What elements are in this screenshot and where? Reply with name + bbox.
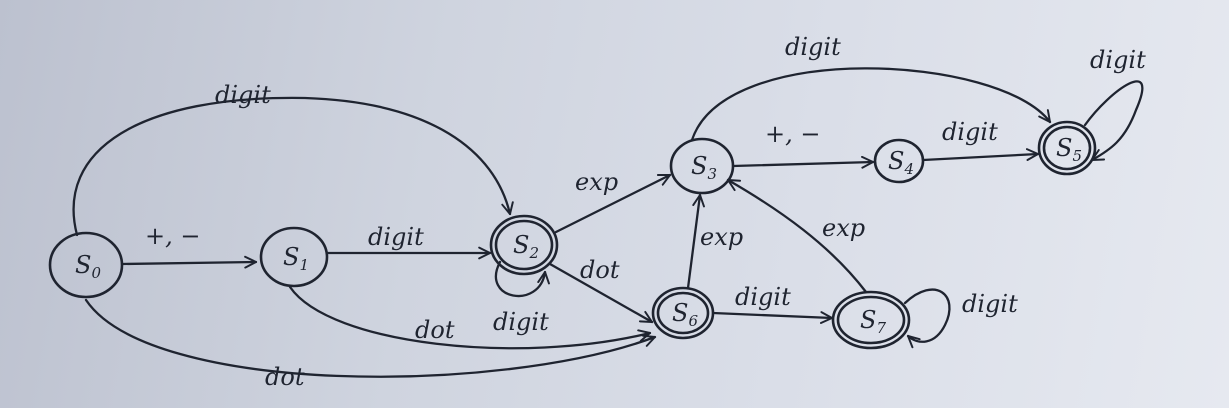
state-letter: S: [691, 152, 707, 180]
state-label: S1: [283, 243, 309, 274]
transition-label-s3-s4: +, −: [765, 120, 820, 148]
transition-s6-s7: [711, 311, 834, 324]
state-label: S7: [860, 306, 886, 337]
transition-label-s4-s5: digit: [942, 118, 998, 146]
transition-s0-s1: [120, 255, 258, 269]
transition-label-s0-s1: +, −: [145, 222, 200, 250]
state-index: 2: [528, 244, 539, 262]
transition-label-s3-s5: digit: [785, 33, 841, 61]
state-s3: S3: [669, 137, 735, 195]
transition-s2-s2: [494, 260, 550, 298]
state-label: S3: [691, 152, 717, 183]
state-s5: S5: [1037, 120, 1097, 176]
state-label: S4: [888, 147, 914, 178]
state-index: 7: [876, 319, 886, 337]
transition-s7-s3: [726, 178, 868, 294]
transition-label-s2-s2: digit: [493, 308, 549, 336]
accepting-ring: [836, 295, 906, 345]
state-letter: S: [1056, 134, 1072, 162]
state-circle: [489, 214, 559, 276]
state-index: 5: [1072, 147, 1082, 165]
transition-label-s2-s3: exp: [575, 168, 618, 196]
state-s1: S1: [259, 226, 329, 288]
transition-label-s2-s6: dot: [580, 256, 620, 284]
state-letter: S: [860, 306, 876, 334]
state-index: 3: [707, 165, 717, 183]
state-circle: [48, 231, 124, 299]
labels-layer: +, − digit dot digit dot digit exp dot +, − digit…: [145, 33, 1146, 391]
state-letter: S: [283, 243, 299, 271]
state-index: 4: [903, 160, 914, 178]
state-letter: S: [888, 147, 904, 175]
accepting-ring: [1042, 125, 1092, 171]
state-label: S0: [75, 251, 101, 282]
transition-s6-s3: [686, 193, 705, 290]
state-label: S2: [513, 231, 539, 262]
state-index: 1: [299, 256, 309, 274]
transition-label-s1-s2: digit: [368, 223, 424, 251]
accepting-ring: [656, 291, 710, 335]
transition-label-s0-s6: dot: [265, 363, 305, 391]
transition-s1-s6: [288, 285, 652, 350]
state-label: S6: [672, 299, 698, 330]
transition-label-s0-s2: digit: [215, 81, 271, 109]
state-index: 6: [688, 312, 698, 330]
transition-label-s6-s3: exp: [700, 223, 743, 251]
transition-s2-s3: [554, 173, 672, 234]
state-letter: S: [672, 299, 688, 327]
state-index: 0: [91, 264, 101, 282]
state-label: S5: [1056, 134, 1082, 165]
state-circle: [831, 290, 911, 350]
transition-s7-s7: [903, 288, 951, 349]
state-letter: S: [75, 251, 91, 279]
transition-label-s5-s5: digit: [1090, 46, 1146, 74]
transition-s5-s5: [1083, 80, 1144, 162]
transition-s2-s6: [548, 262, 654, 324]
state-s0: S0: [48, 231, 124, 299]
transition-s3-s5: [690, 67, 1052, 142]
state-circle: [259, 226, 329, 288]
state-circle: [873, 138, 925, 184]
state-letter: S: [513, 231, 529, 259]
state-s2: S2: [489, 214, 559, 276]
transition-label-s7-s3: exp: [822, 214, 865, 242]
transition-s3-s4: [731, 155, 875, 169]
state-circle: [1037, 120, 1097, 176]
transition-s0-s2: [72, 96, 514, 237]
transition-label-s6-s7: digit: [735, 283, 791, 311]
state-s7: S7: [831, 290, 911, 350]
state-s6: S6: [651, 286, 715, 340]
transitions-layer: [72, 67, 1144, 378]
state-circle: [669, 137, 735, 195]
transition-label-s7-s7: digit: [962, 290, 1018, 318]
transition-label-s1-s6: dot: [415, 316, 455, 344]
state-circle: [651, 286, 715, 340]
transition-s4-s5: [921, 148, 1040, 162]
accepting-ring: [494, 219, 554, 271]
state-s4: S4: [873, 138, 925, 184]
transition-s0-s6: [84, 298, 657, 378]
